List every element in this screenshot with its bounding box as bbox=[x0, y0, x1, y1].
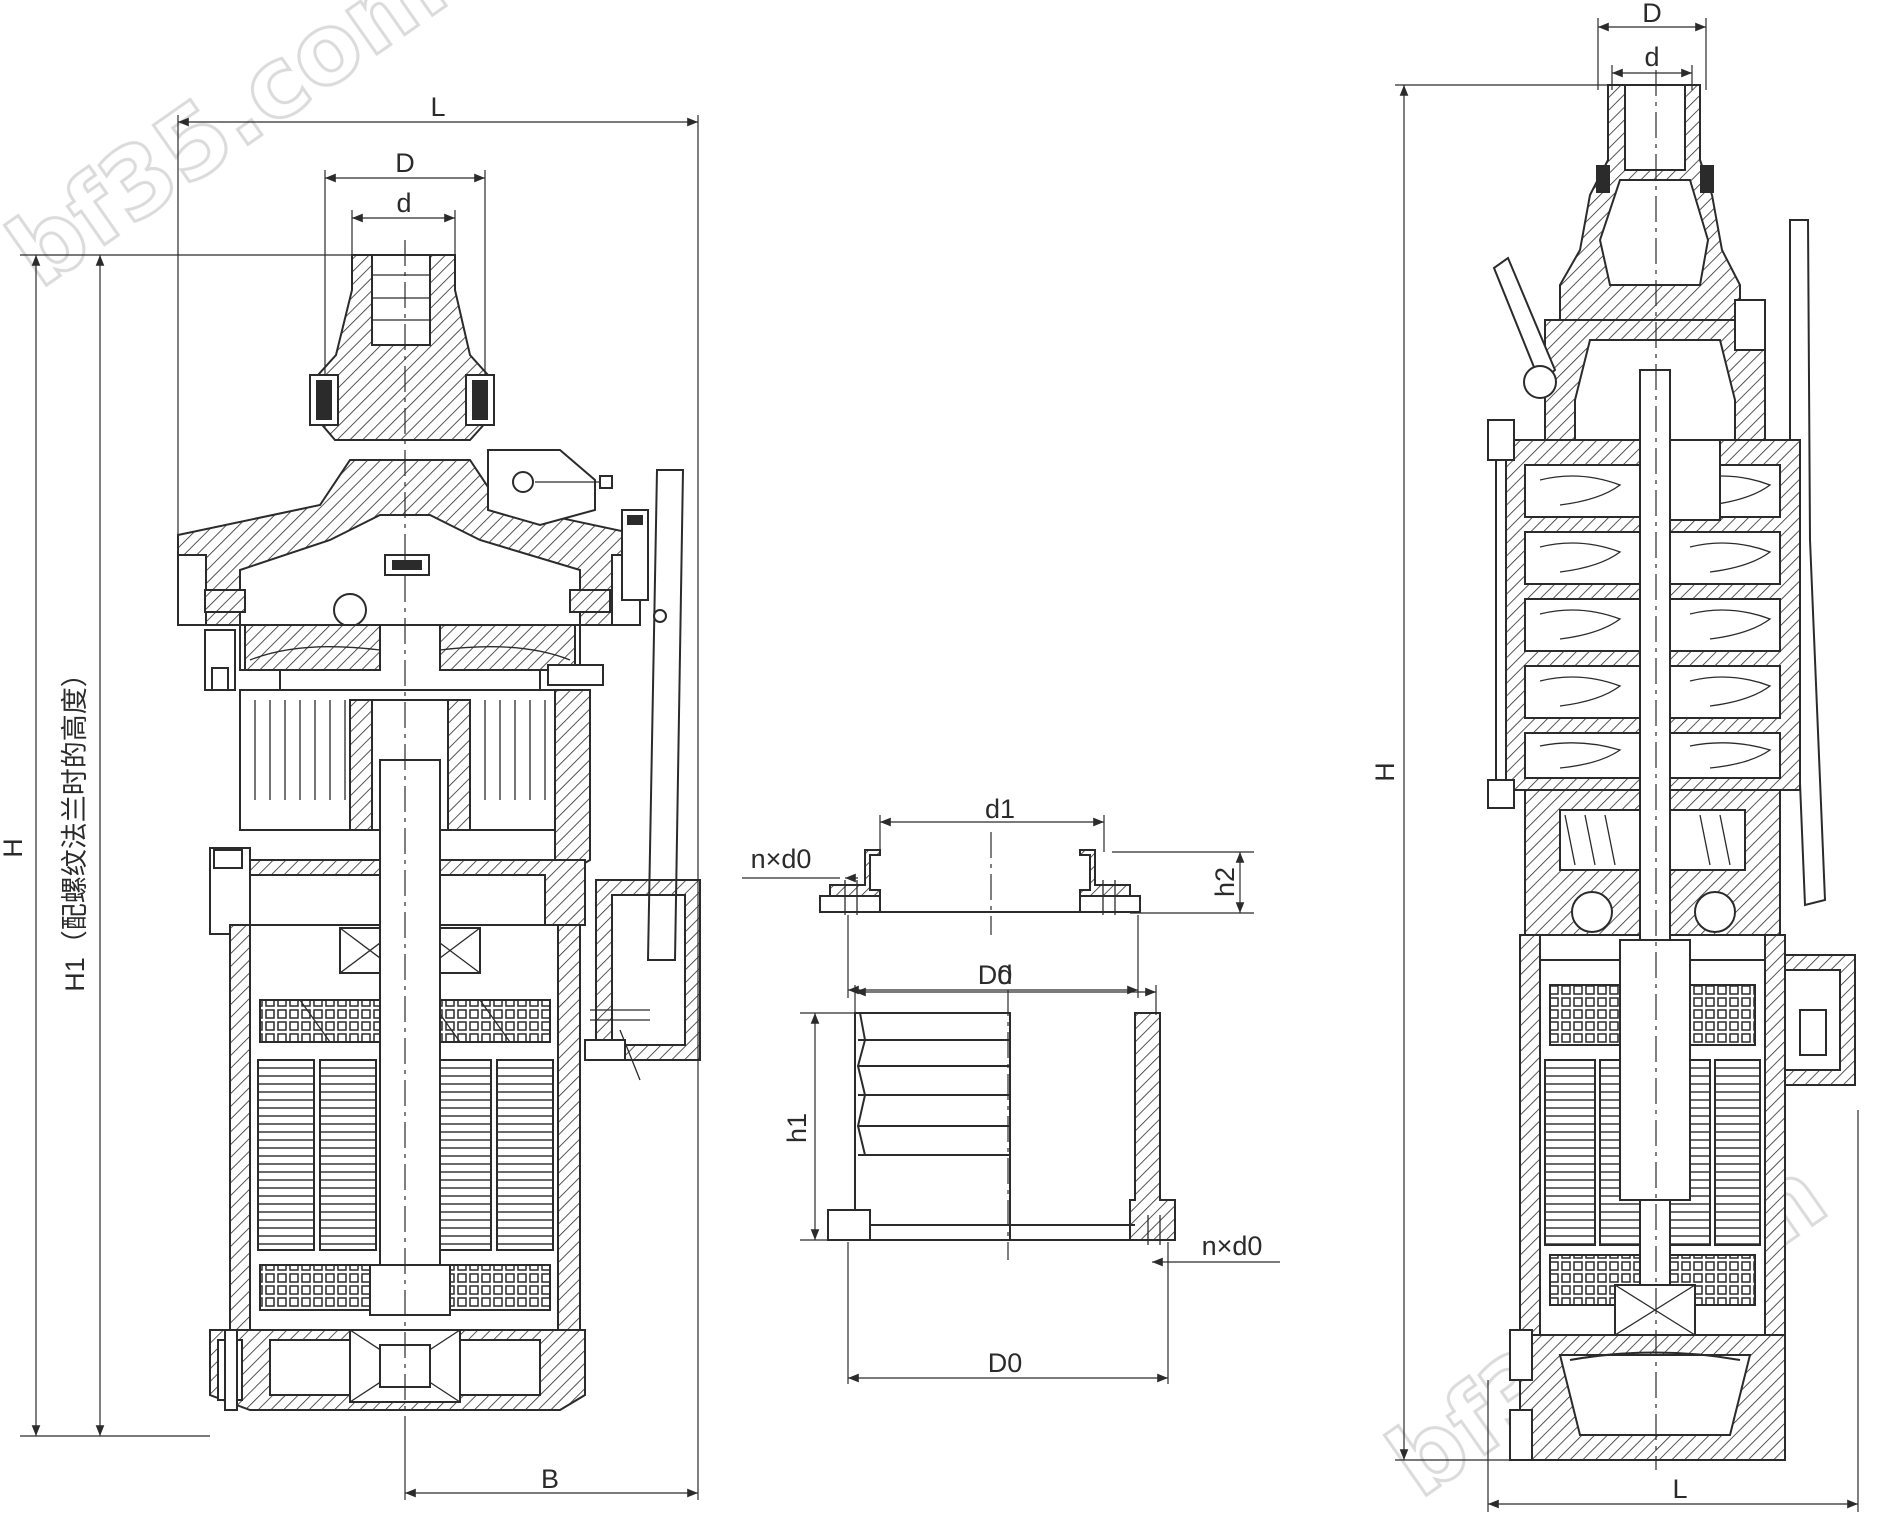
flange-dim-D0: D0 bbox=[978, 960, 1013, 990]
threaded-flange-dim-D0: D0 bbox=[988, 1348, 1023, 1378]
threaded-flange-dim-h1: h1 bbox=[782, 1113, 812, 1143]
left-dim-d: d bbox=[396, 188, 411, 218]
threaded-flange-section-view bbox=[827, 990, 1176, 1260]
left-dim-B: B bbox=[541, 1464, 559, 1494]
right-dimensions bbox=[1395, 18, 1859, 1512]
right-dim-d: d bbox=[1644, 42, 1659, 72]
stator-laminations bbox=[257, 1059, 554, 1251]
left-dim-D: D bbox=[395, 148, 415, 178]
left-dim-H: H bbox=[0, 838, 28, 858]
threaded-flange-dim-n-d0: n×d0 bbox=[1202, 1231, 1263, 1261]
flange-dim-d1: d1 bbox=[985, 794, 1015, 824]
threaded-flange-dimensions bbox=[800, 985, 1280, 1384]
right-dim-H: H bbox=[1370, 762, 1400, 782]
right-pump-section-view bbox=[1487, 70, 1856, 1470]
right-dim-L: L bbox=[1672, 1474, 1687, 1504]
right-dim-D: D bbox=[1642, 0, 1662, 28]
left-dim-L: L bbox=[430, 92, 445, 122]
left-dimensions bbox=[20, 115, 699, 1500]
flange-dim-n-d0: n×d0 bbox=[751, 844, 812, 874]
left-dim-H1: H1（配螺纹法兰时的高度） bbox=[60, 660, 90, 992]
left-pump-section-view bbox=[177, 240, 701, 1440]
flange-dim-h2: h2 bbox=[1210, 867, 1240, 897]
threaded-flange-dim-d: d bbox=[997, 960, 1012, 990]
flange-section-view bbox=[819, 832, 1141, 935]
